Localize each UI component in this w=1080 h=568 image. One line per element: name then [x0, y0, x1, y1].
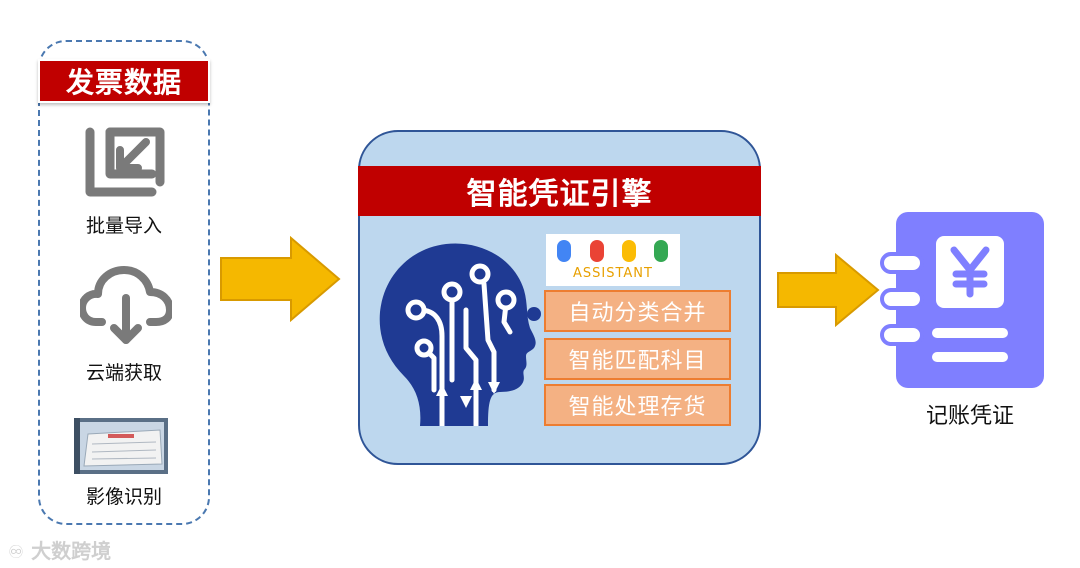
source-label-import: 批量导入	[85, 215, 162, 237]
watermark-logo-icon: ♾	[8, 542, 25, 563]
flow-arrow-1	[220, 236, 341, 322]
invoice-data-panel	[38, 40, 210, 525]
output-label: 记账凭证	[925, 404, 1014, 429]
source-label-image: 影像识别	[85, 486, 162, 508]
watermark: ♾ 大数跨境	[8, 535, 111, 564]
import-icon	[85, 127, 165, 197]
flow-arrow-2	[777, 253, 880, 327]
assistant-dots-icon	[557, 240, 668, 262]
voucher-yen-notebook-icon	[880, 212, 1044, 388]
source-label-cloud: 云端获取	[85, 362, 162, 384]
ai-head-circuit-icon	[379, 243, 541, 426]
engine-title: 智能凭证引擎	[358, 166, 761, 216]
invoice-data-title: 发票数据	[38, 59, 210, 103]
scanned-image-icon	[74, 418, 168, 474]
assistant-label: ASSISTANT	[573, 266, 653, 281]
feature-auto-classify: 自动分类合并	[544, 290, 731, 332]
cloud-download-icon	[80, 266, 172, 344]
feature-inventory: 智能处理存货	[544, 384, 731, 426]
feature-match-account: 智能匹配科目	[544, 338, 731, 380]
watermark-text: 大数跨境	[31, 539, 112, 563]
